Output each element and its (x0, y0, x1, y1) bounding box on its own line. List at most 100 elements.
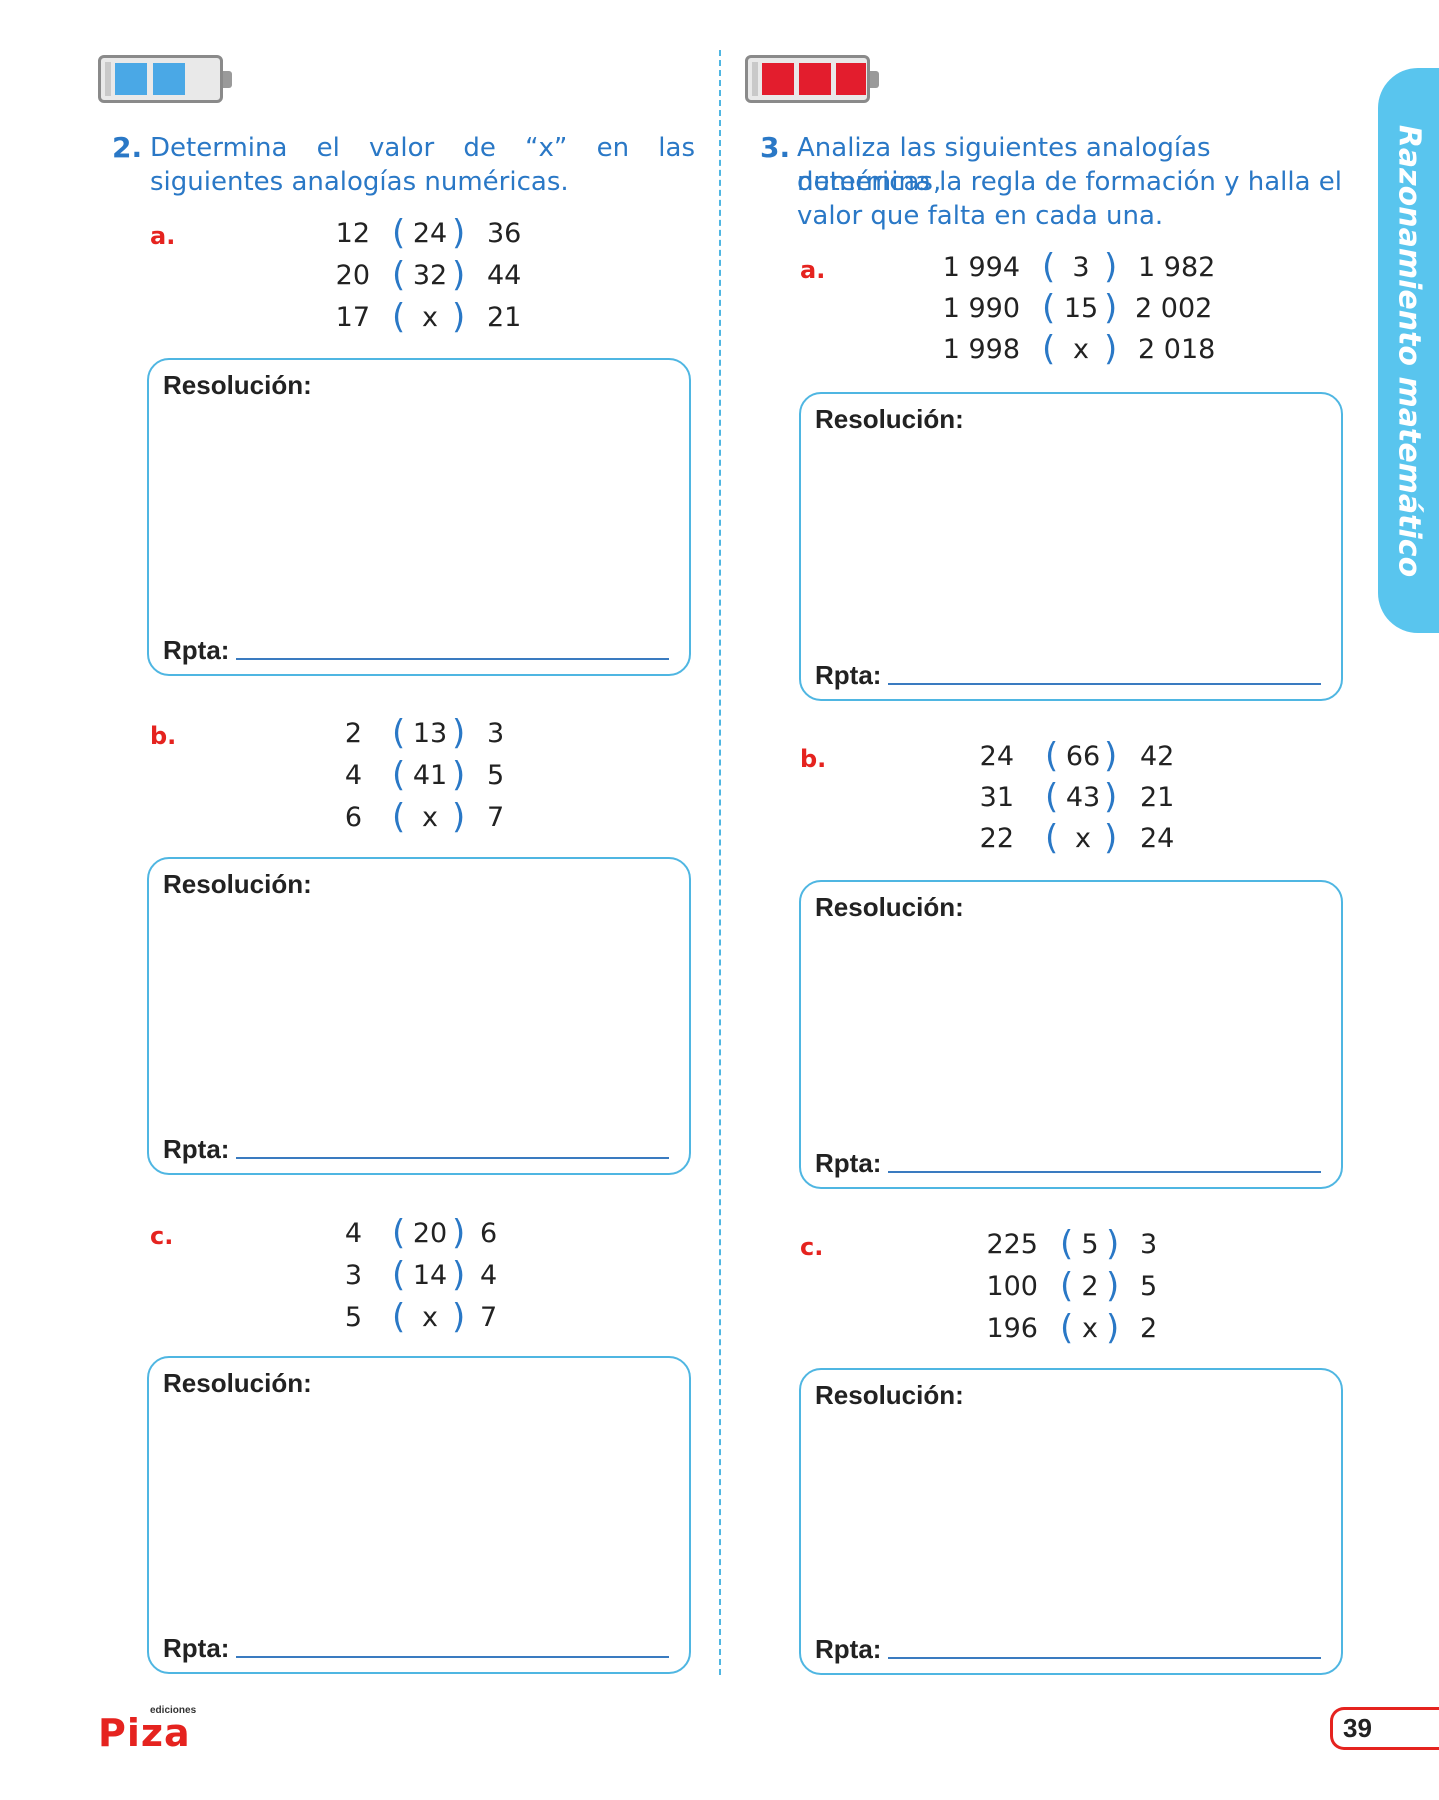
resolution-label: Resolución: (163, 869, 312, 899)
analogy-left: 196 (986, 1313, 1038, 1344)
resolution-box[interactable]: Resolución: Rpta: (147, 1356, 691, 1674)
resolution-box[interactable]: Resolución: Rpta: (147, 358, 691, 676)
paren-close: ) (1104, 288, 1118, 328)
analogy-left: 6 (344, 802, 362, 833)
problem-2-text-line1: Determina el valor de “x” en las (150, 133, 695, 163)
resolution-label: Resolución: (815, 404, 964, 434)
answer-label: Rpta: (815, 660, 882, 690)
analogy-left: 225 (986, 1229, 1038, 1260)
analogy-row: 20 ( 32 ) 44 (300, 255, 560, 300)
paren-close: ) (1106, 1308, 1120, 1348)
analogy-right: 3 (487, 718, 505, 749)
problem-2-item-b-letter: b. (150, 722, 177, 750)
analogy-middle: 20 (412, 1218, 448, 1249)
paren-close: ) (1104, 777, 1118, 817)
paren-open: ( (1042, 329, 1056, 369)
paren-close: ) (452, 297, 466, 337)
analogy-middle: 15 (1063, 293, 1099, 324)
resolution-box[interactable]: Resolución: Rpta: (799, 880, 1343, 1189)
resolution-label: Resolución: (815, 892, 964, 922)
answer-line[interactable] (236, 1656, 669, 1658)
analogy-right: 5 (1140, 1271, 1158, 1302)
analogy-row: 3 ( 14 ) 4 (300, 1255, 560, 1300)
paren-close: ) (452, 797, 466, 837)
resolution-label: Resolución: (815, 1380, 964, 1410)
analogy-row: 100 ( 2 ) 5 (960, 1266, 1220, 1311)
analogy-right: 5 (487, 760, 505, 791)
analogy-row: 1 998 ( x ) 2 018 (940, 329, 1240, 374)
answer-line[interactable] (236, 1157, 669, 1159)
analogy-right: 2 (1140, 1313, 1158, 1344)
answer-label: Rpta: (815, 1148, 882, 1178)
page-number-badge: 39 (1330, 1707, 1439, 1750)
analogy-middle: x (422, 1302, 438, 1333)
paren-close: ) (1104, 818, 1118, 858)
analogy-middle: x (1082, 1313, 1098, 1344)
answer-line[interactable] (888, 1657, 1321, 1659)
paren-open: ( (1042, 247, 1056, 287)
analogy-right: 7 (480, 1302, 498, 1333)
battery-level-two-icon (98, 55, 232, 103)
analogy-middle: 66 (1065, 741, 1101, 772)
analogy-row: 4 ( 20 ) 6 (300, 1213, 560, 1258)
paren-open: ( (392, 1255, 406, 1295)
paren-open: ( (392, 755, 406, 795)
paren-close: ) (1104, 247, 1118, 287)
problem-2-number: 2. (112, 131, 143, 164)
analogy-row: 5 ( x ) 7 (300, 1297, 560, 1342)
problem-3-text-line3: valor que falta en cada una. (797, 201, 1164, 231)
section-side-tab: Razonamiento matemático (1378, 68, 1439, 633)
answer-label: Rpta: (163, 635, 230, 665)
paren-close: ) (452, 213, 466, 253)
paren-open: ( (1045, 777, 1059, 817)
analogy-middle: x (1073, 334, 1089, 365)
problem-3-item-b-letter: b. (800, 745, 827, 773)
analogy-row: 225 ( 5 ) 3 (960, 1224, 1220, 1269)
analogy-middle: 3 (1072, 252, 1090, 283)
analogy-left: 1 998 (942, 334, 1020, 365)
analogy-left: 1 990 (942, 293, 1020, 324)
analogy-right: 42 (1140, 741, 1175, 772)
paren-close: ) (452, 713, 466, 753)
resolution-box[interactable]: Resolución: Rpta: (147, 857, 691, 1175)
problem-3-number: 3. (760, 131, 791, 164)
problem-3-item-a-letter: a. (800, 256, 826, 284)
paren-open: ( (392, 1213, 406, 1253)
publisher-logo: ediciones Piza (98, 1705, 203, 1755)
analogy-middle: 5 (1081, 1229, 1099, 1260)
paren-open: ( (1060, 1224, 1074, 1264)
answer-line[interactable] (888, 683, 1321, 685)
analogy-row: 196 ( x ) 2 (960, 1308, 1220, 1353)
analogy-right: 2 018 (1138, 334, 1216, 365)
paren-close: ) (1106, 1224, 1120, 1264)
analogy-left: 24 (979, 741, 1014, 772)
answer-line[interactable] (236, 658, 669, 660)
paren-open: ( (1045, 818, 1059, 858)
paren-close: ) (1104, 736, 1118, 776)
resolution-box[interactable]: Resolución: Rpta: (799, 1368, 1343, 1675)
section-side-tab-label: Razonamiento matemático (1391, 124, 1426, 577)
analogy-row: 1 994 ( 3 ) 1 982 (940, 247, 1240, 292)
analogy-row: 4 ( 41 ) 5 (300, 755, 560, 800)
column-divider (719, 50, 721, 1675)
analogy-row: 2 ( 13 ) 3 (300, 713, 560, 758)
analogy-right: 24 (1140, 823, 1175, 854)
answer-line[interactable] (888, 1171, 1321, 1173)
analogy-right: 4 (480, 1260, 498, 1291)
paren-close: ) (452, 1297, 466, 1337)
page-number: 39 (1343, 1713, 1372, 1743)
paren-open: ( (1060, 1266, 1074, 1306)
paren-open: ( (392, 213, 406, 253)
analogy-middle: x (1075, 823, 1091, 854)
analogy-right: 6 (480, 1218, 498, 1249)
analogy-right: 3 (1140, 1229, 1158, 1260)
paren-open: ( (1060, 1308, 1074, 1348)
analogy-row: 12 ( 24 ) 36 (300, 213, 560, 258)
paren-open: ( (392, 1297, 406, 1337)
resolution-box[interactable]: Resolución: Rpta: (799, 392, 1343, 701)
analogy-right: 2 002 (1135, 293, 1213, 324)
paren-close: ) (452, 1213, 466, 1253)
analogy-middle: 43 (1065, 782, 1101, 813)
paren-open: ( (392, 797, 406, 837)
analogy-left: 3 (344, 1260, 362, 1291)
